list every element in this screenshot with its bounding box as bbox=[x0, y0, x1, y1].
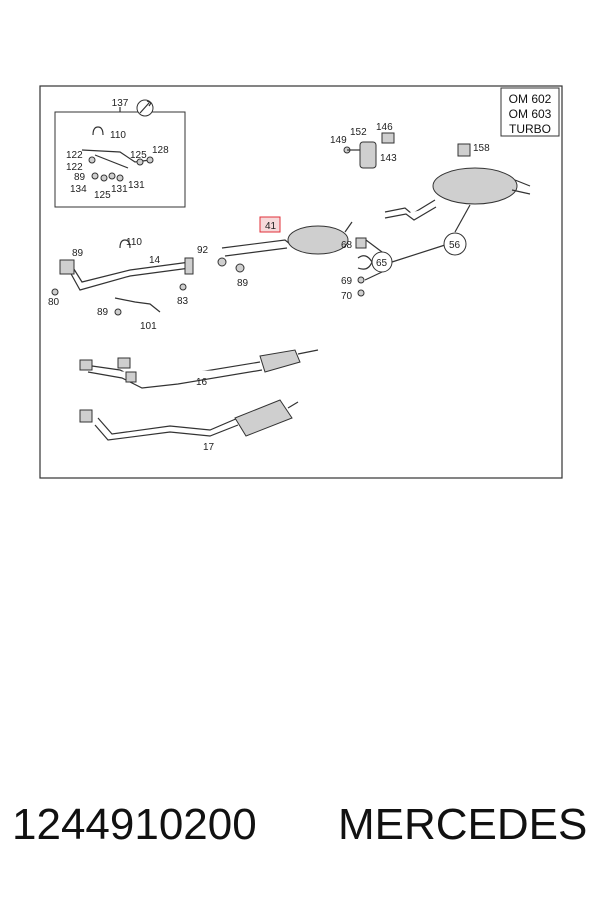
callout-circle-56 bbox=[443, 232, 467, 256]
label-128: 128 bbox=[152, 145, 169, 156]
hardware-inset bbox=[54, 99, 186, 208]
label-14: 14 bbox=[149, 255, 161, 266]
engine-label-3: TURBO bbox=[509, 122, 551, 136]
engine-label-1: OM 602 bbox=[509, 92, 552, 106]
callout-circle-65 bbox=[371, 251, 393, 273]
label-143: 143 bbox=[380, 153, 397, 164]
label-125a: 125 bbox=[130, 150, 147, 161]
label-68: 68 bbox=[341, 240, 353, 251]
footer: 1244910200 MERCEDES bbox=[0, 800, 600, 870]
highlight-box-41 bbox=[259, 216, 281, 233]
engine-label-2: OM 603 bbox=[509, 107, 552, 121]
label-89c: 89 bbox=[237, 278, 249, 289]
label-80: 80 bbox=[48, 297, 60, 308]
label-69: 69 bbox=[341, 276, 353, 287]
label-149: 149 bbox=[330, 135, 347, 146]
label-131a: 131 bbox=[111, 184, 128, 195]
engine-label-box: OM 602 OM 603 TURBO bbox=[500, 87, 560, 137]
label-122b: 122 bbox=[66, 162, 83, 173]
label-158: 158 bbox=[473, 143, 490, 154]
pipe-16 bbox=[79, 349, 319, 389]
label-89d: 89 bbox=[97, 307, 109, 318]
label-134: 134 bbox=[70, 184, 87, 195]
label-83: 83 bbox=[177, 296, 189, 307]
rear-muffler bbox=[384, 167, 531, 221]
label-70: 70 bbox=[341, 291, 353, 302]
label-89a: 89 bbox=[74, 172, 86, 183]
label-16: 16 bbox=[196, 377, 208, 388]
label-56: 56 bbox=[449, 240, 461, 251]
front-pipe bbox=[51, 239, 245, 296]
label-110b: 110 bbox=[126, 237, 142, 248]
pipe-17 bbox=[79, 399, 299, 441]
label-89b: 89 bbox=[72, 248, 84, 259]
brand-name: MERCEDES bbox=[338, 800, 588, 849]
label-137: 137 bbox=[112, 98, 129, 109]
label-41: 41 bbox=[265, 221, 277, 232]
label-110a: 110 bbox=[110, 130, 126, 141]
hanger-assembly bbox=[343, 132, 471, 169]
label-65: 65 bbox=[376, 258, 388, 269]
label-125b: 125 bbox=[94, 190, 111, 201]
label-152: 152 bbox=[350, 127, 367, 138]
label-131b: 131 bbox=[128, 180, 145, 191]
exhaust-parts-diagram: OM 602 OM 603 TURBO bbox=[39, 85, 563, 479]
part-number: 1244910200 bbox=[12, 800, 257, 849]
bracket-101 bbox=[114, 297, 161, 313]
label-122a: 122 bbox=[66, 150, 83, 161]
label-92: 92 bbox=[197, 245, 209, 256]
middle-silencer bbox=[221, 216, 353, 257]
wrench-icon bbox=[136, 99, 154, 117]
label-17: 17 bbox=[203, 442, 215, 453]
label-146: 146 bbox=[376, 122, 393, 133]
label-101: 101 bbox=[140, 321, 157, 332]
